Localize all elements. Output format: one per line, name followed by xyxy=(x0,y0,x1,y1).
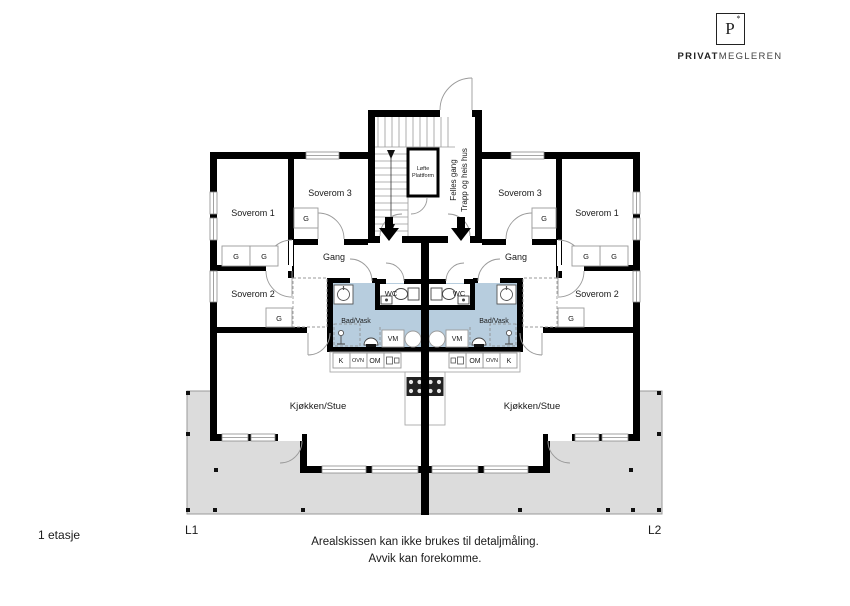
wardrobe-label: G xyxy=(611,252,617,261)
logo-brand-text: PRIVATMEGLEREN xyxy=(660,51,800,62)
room-label-soverom1-left: Soverom 1 xyxy=(231,208,275,218)
room-label-bad-left: Bad/Vask xyxy=(341,318,371,325)
label-fridge-right: K xyxy=(507,358,512,365)
label-oven-right: OVN xyxy=(486,358,498,364)
logo-monogram: P xyxy=(725,19,735,38)
wardrobe-label: G xyxy=(261,252,267,261)
door-arc-soverom2 xyxy=(265,270,293,298)
wardrobe-label: G xyxy=(276,314,282,323)
stairwell xyxy=(368,77,482,243)
terrace-posts xyxy=(186,391,661,512)
room-label-soverom1-right: Soverom 1 xyxy=(575,208,619,218)
room-label-gang-right: Gang xyxy=(505,252,527,262)
kitchen-sink-icon xyxy=(394,357,400,364)
niche-dashed xyxy=(292,277,328,328)
toilet-tank-icon xyxy=(407,287,420,301)
door-arc-terrace xyxy=(279,440,303,464)
wardrobes xyxy=(221,207,319,328)
toilet-bowl-icon xyxy=(394,288,408,300)
door-gap xyxy=(278,434,302,441)
lift-label-line2: Plattform xyxy=(412,173,434,179)
washing-machine-box xyxy=(381,329,405,348)
label-fridge-left: K xyxy=(339,358,344,365)
room-label-soverom3-right: Soverom 3 xyxy=(498,188,542,198)
wardrobe-icon xyxy=(293,207,319,229)
disclaimer-line1: Arealskissen kan ikke brukes til detaljm… xyxy=(311,536,539,548)
unit-geometry xyxy=(209,151,426,474)
entry-arrow-icon xyxy=(451,228,471,241)
shaft-label-line1: Felles gang xyxy=(449,159,458,200)
door-gap xyxy=(289,240,293,266)
floor-label: 1 etasje xyxy=(38,528,81,542)
washbasin-bowl-icon xyxy=(337,288,350,301)
room-label-wc-left: WC xyxy=(385,289,398,298)
wardrobe-label: G xyxy=(303,214,309,223)
logo-star-icon: * xyxy=(736,14,741,23)
room-label-kitchen-left: Kjøkken/Stue xyxy=(290,401,347,412)
water-heater-icon xyxy=(363,337,379,346)
wc-sink-drain-icon xyxy=(385,298,388,302)
stairwell-walls xyxy=(368,110,482,243)
wardrobe-label: G xyxy=(568,314,574,323)
door-arc-entrance xyxy=(439,77,473,111)
door-arc-lift xyxy=(410,197,428,215)
door-arc-wc xyxy=(385,262,405,282)
entry-arrow-icon xyxy=(457,217,465,228)
wardrobe-icon xyxy=(265,307,293,328)
door-arc-kitchen xyxy=(307,332,331,356)
label-vm-right: VM xyxy=(452,336,463,343)
window-icon xyxy=(209,151,419,474)
door-gap xyxy=(266,265,292,271)
door-gap xyxy=(318,239,344,245)
bath-fixtures xyxy=(333,284,422,348)
label-dishwasher-left: OM xyxy=(369,358,380,365)
wardrobe-icon xyxy=(249,245,279,267)
room-label-bad-right: Bad/Vask xyxy=(479,318,509,325)
kitchen-counter xyxy=(329,351,426,426)
room-label-soverom3-left: Soverom 3 xyxy=(308,188,352,198)
privatmegleren-logo: P * PRIVATMEGLEREN xyxy=(660,13,800,62)
logo-monogram-box: P * xyxy=(715,13,745,45)
lift-label-line1: Løfte xyxy=(417,166,430,172)
entry-arrow-icon xyxy=(379,228,399,241)
wc-walls xyxy=(375,279,425,310)
walkline-arrow-icon xyxy=(387,150,395,159)
room-label-soverom2-left: Soverom 2 xyxy=(231,289,275,299)
shower-icon xyxy=(337,329,345,337)
interior-walls xyxy=(210,152,425,352)
label-dishwasher-right: OM xyxy=(469,358,480,365)
stairwell-entrance xyxy=(439,77,473,111)
room-label-soverom2-right: Soverom 2 xyxy=(575,289,619,299)
wardrobe-label: G xyxy=(233,252,239,261)
party-wall xyxy=(421,243,429,515)
unit-entries xyxy=(379,213,471,241)
cooktop-icon xyxy=(406,377,424,396)
room-label-kitchen-right: Kjøkken/Stue xyxy=(504,401,561,412)
sink-round-icon xyxy=(404,330,422,348)
marker-l1: L1 xyxy=(185,523,199,537)
entry-arrow-icon xyxy=(385,217,393,228)
windows xyxy=(209,151,419,474)
door-arc-soverom3 xyxy=(317,212,345,240)
disclaimer-line2: Avvik kan forekomme. xyxy=(368,553,482,565)
wardrobe-label: G xyxy=(583,252,589,261)
brand-light: MEGLEREN xyxy=(718,51,783,62)
door-arc-bath xyxy=(349,258,373,282)
room-label-gang-left: Gang xyxy=(323,252,345,262)
label-oven-left: OVN xyxy=(352,358,364,364)
label-vm-left: VM xyxy=(388,336,399,343)
marker-l2: L2 xyxy=(648,523,662,537)
wardrobe-label: G xyxy=(541,214,547,223)
lift-platform-box xyxy=(406,147,440,198)
room-label-wc-right: WC xyxy=(453,289,466,298)
kitchen-sink-icon xyxy=(386,356,393,365)
brand-bold: PRIVAT xyxy=(677,51,719,62)
water-heater-base-icon xyxy=(366,344,376,347)
shaft-label-line2: Trapp og heis hus xyxy=(460,148,469,212)
shower-zone-dashed xyxy=(333,323,361,347)
